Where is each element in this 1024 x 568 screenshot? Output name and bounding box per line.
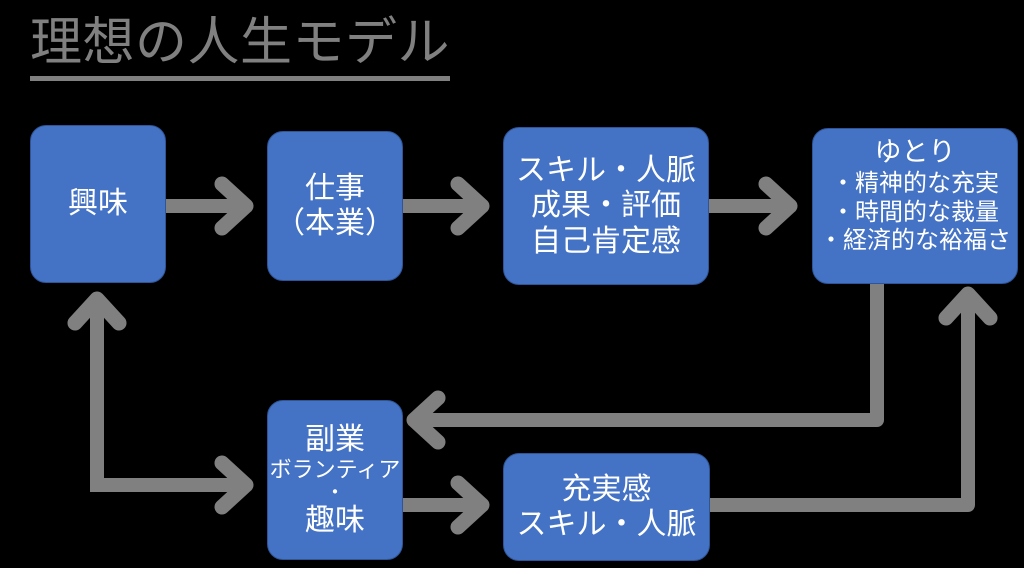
- node-skill[interactable]: スキル・人脈 成果・評価 自己肯定感: [503, 127, 709, 285]
- node-kyomi-label: 興味: [68, 187, 128, 221]
- node-fukugyo[interactable]: 副業 ボランティア ・ 趣味: [267, 400, 403, 560]
- node-skill-line1: スキル・人脈: [516, 153, 696, 187]
- node-yutori-bullet-3: ・経済的な裕福さ: [819, 227, 1011, 255]
- node-yutori-bullet-1: ・精神的な充実: [831, 169, 999, 197]
- node-jujitsu-line2: スキル・人脈: [516, 508, 697, 541]
- node-fukugyo-line1: 副業: [305, 422, 365, 456]
- node-skill-line2: 成果・評価: [531, 189, 681, 223]
- node-jujitsu-line1: 充実感: [561, 472, 652, 506]
- connector-skill-to-yutori: [709, 176, 798, 236]
- node-shigoto[interactable]: 仕事 （本業）: [267, 131, 403, 281]
- connector-loop-to-fukugyo: [90, 455, 254, 515]
- page-title: 理想の人生モデル: [30, 14, 451, 81]
- connector-loop-to-kyomi: [67, 291, 127, 485]
- node-skill-line3: 自己肯定感: [531, 224, 681, 258]
- node-yutori-bullet-2: ・時間的な裁量: [831, 198, 999, 226]
- node-yutori-title: ゆとり: [874, 137, 956, 167]
- node-fukugyo-line2: ボランティア: [269, 457, 401, 483]
- connector-kyomi-to-shigoto: [166, 176, 254, 236]
- connector-jujitsu-to-yutori: [710, 286, 998, 512]
- node-yutori[interactable]: ゆとり ・精神的な充実 ・時間的な裁量 ・経済的な裕福さ: [812, 128, 1018, 284]
- connector-yutori-to-fukugyo: [406, 284, 884, 450]
- node-shigoto-line1: 仕事: [305, 171, 365, 205]
- node-kyomi[interactable]: 興味: [30, 125, 166, 283]
- node-shigoto-line2: （本業）: [275, 207, 395, 240]
- node-fukugyo-line4: 趣味: [305, 503, 365, 537]
- connector-shigoto-to-skill: [403, 176, 490, 236]
- node-fukugyo-line3: ・: [325, 481, 345, 504]
- node-jujitsu[interactable]: 充実感 スキル・人脈: [503, 453, 710, 561]
- connector-fukugyo-to-jujitsu: [403, 475, 490, 535]
